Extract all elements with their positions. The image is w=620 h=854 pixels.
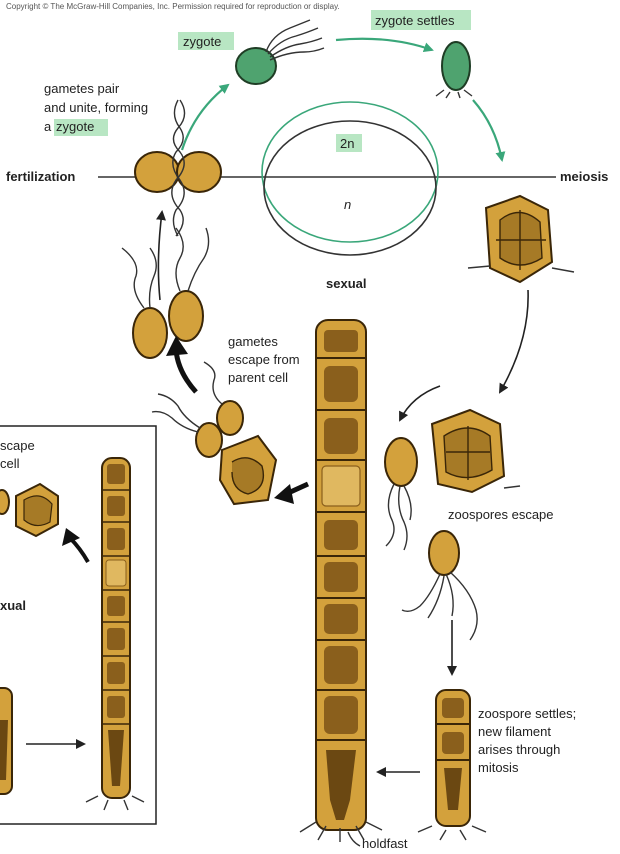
label-zoospore-settles-line1: zoospore settles; — [478, 706, 576, 721]
label-gametes-pair-line2: and unite, forming — [44, 100, 148, 115]
label-gametes-pair-zygote: zygote — [56, 119, 94, 134]
swimming-zygote-icon — [236, 20, 324, 84]
holdfast-pointer — [348, 832, 360, 846]
meiotic-cell-icon — [468, 196, 574, 282]
label-gametes-escape-line3: parent cell — [228, 370, 288, 385]
arrow-gametes-to-fertilization — [158, 212, 162, 300]
zoospores-escaping-cell-icon — [432, 410, 520, 492]
label-zygote-settles: zygote settles — [375, 13, 455, 28]
young-filament-icon — [418, 690, 486, 840]
label-sexual: sexual — [326, 276, 366, 291]
main-filament-icon — [300, 320, 382, 842]
diploid-circle — [262, 102, 438, 242]
label-zygote: zygote — [183, 34, 221, 49]
swimming-gametes-icon — [122, 228, 209, 358]
arrow-zoospore-release — [400, 386, 440, 420]
label-gametes-escape-line2: escape from — [228, 352, 300, 367]
label-holdfast: holdfast — [362, 836, 408, 851]
label-gametes-escape-line1: gametes — [228, 334, 278, 349]
label-gametes-pair-line1: gametes pair — [44, 81, 120, 96]
label-meiosis: meiosis — [560, 169, 608, 184]
arrow-fertilization-to-zygote — [182, 85, 228, 150]
label-zoospores-escape: zoospores escape — [448, 507, 554, 522]
label-2n: 2n — [340, 136, 354, 151]
fusing-gametes-icon — [135, 100, 221, 236]
arrow-filament-to-escape-head — [274, 484, 294, 504]
arrow-meiosis-to-zoospores — [500, 290, 528, 392]
settled-zygote-icon — [436, 42, 472, 98]
arrow-settles-to-meiosis — [473, 100, 502, 160]
zoospore-settling-icon — [402, 531, 477, 640]
label-zoospore-settles-line4: mitosis — [478, 760, 519, 775]
inset-label-cell: cell — [0, 456, 20, 471]
arrow-zygote-to-settles — [336, 39, 432, 50]
inset-zoospore-icon — [0, 490, 9, 514]
label-zoospore-settles-line3: arises through — [478, 742, 560, 757]
copyright-notice: Copyright © The McGraw-Hill Companies, I… — [6, 2, 340, 11]
label-gametes-pair-line3-prefix: a — [44, 119, 52, 134]
label-fertilization: fertilization — [6, 169, 75, 184]
label-zoospore-settles-line2: new filament — [478, 724, 551, 739]
inset-label-escape: scape — [0, 438, 35, 453]
inset-label-asexual: xual — [0, 598, 26, 613]
big-arrow-escape — [176, 350, 196, 392]
zoospore-swimming-icon — [385, 438, 417, 550]
label-n: n — [344, 197, 351, 212]
asexual-inset-panel: scape cell xual — [0, 426, 156, 824]
